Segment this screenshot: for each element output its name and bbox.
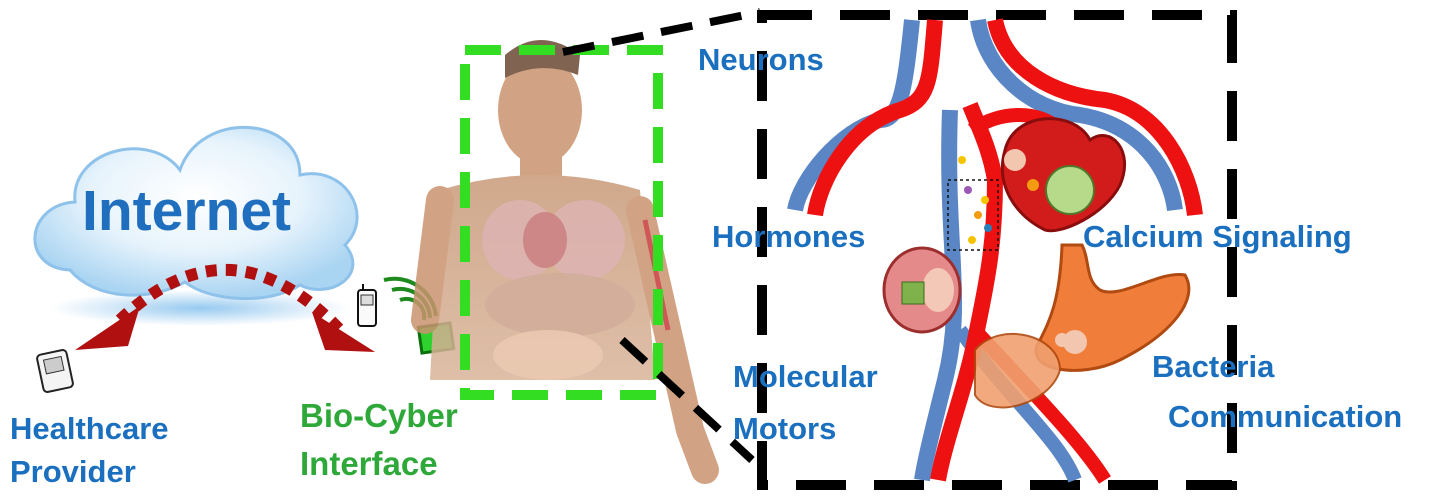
neurons-label: Neurons <box>698 43 824 78</box>
healthcare-provider-label-line1: Healthcare <box>10 412 169 447</box>
heart-icon <box>1002 119 1124 231</box>
pda-icon <box>36 349 73 392</box>
cell-node <box>1055 333 1069 347</box>
hormones-label: Hormones <box>712 220 865 255</box>
kidney-icon <box>884 248 960 332</box>
bio-cyber-interface-label-line1: Bio-Cyber <box>300 398 458 435</box>
bio-cyber-interface-label-line2: Interface <box>300 446 438 483</box>
internet-label: Internet <box>82 180 291 244</box>
molecular-motors-label-line1: Molecular <box>733 360 878 395</box>
phone-icon <box>358 284 376 326</box>
calcium-signaling-label: Calcium Signaling <box>1083 220 1352 255</box>
bacteria-communication-label-line2: Communication <box>1168 400 1402 435</box>
bacteria-communication-label-line1: Bacteria <box>1152 350 1274 385</box>
molecular-motors-label-line2: Motors <box>733 412 836 447</box>
healthcare-provider-label-line2: Provider <box>10 455 136 490</box>
